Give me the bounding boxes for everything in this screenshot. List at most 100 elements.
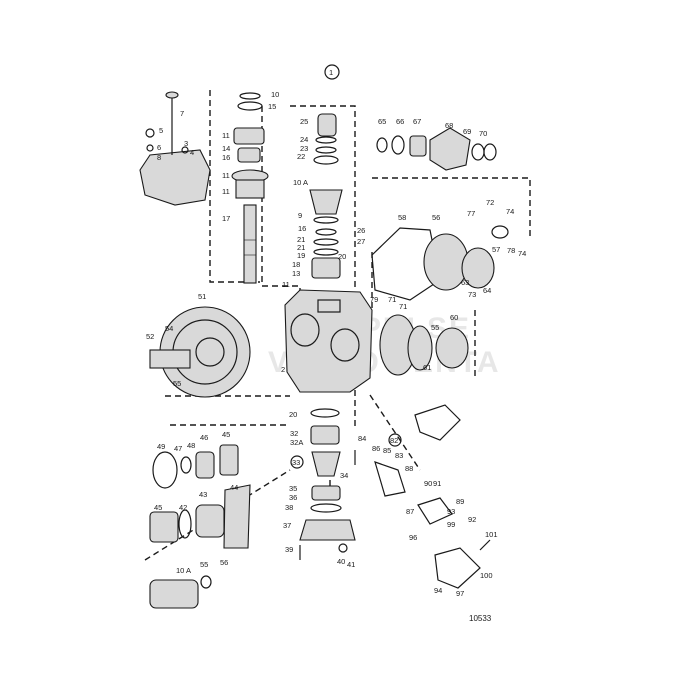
group-marker-circle xyxy=(324,64,340,80)
callout: 55 xyxy=(200,560,208,569)
callout: 63 xyxy=(461,278,469,287)
callout: 10 A xyxy=(293,178,308,187)
callout: 67 xyxy=(413,117,421,126)
callout: 58 xyxy=(398,213,406,222)
callout: 37 xyxy=(283,521,291,530)
callout: 7 xyxy=(180,109,184,118)
callout: 23 xyxy=(300,144,308,153)
callout: 25 xyxy=(300,117,308,126)
callout: 33 xyxy=(292,458,300,467)
callout: 2 xyxy=(281,365,285,374)
callout: 41 xyxy=(347,560,355,569)
callout: 79 xyxy=(370,295,378,304)
callout: 73 xyxy=(468,290,476,299)
clutch-gear-pack xyxy=(379,314,469,376)
callout: 56 xyxy=(432,213,440,222)
callout: 46 xyxy=(200,433,208,442)
callout: 10 xyxy=(271,90,279,99)
callout: 27 xyxy=(357,237,365,246)
left-lower-parts xyxy=(149,444,251,609)
callout: 44 xyxy=(230,483,238,492)
callout: 16 xyxy=(298,224,306,233)
callout: 43 xyxy=(199,490,207,499)
callout: 82 xyxy=(390,436,398,445)
callout: 15 xyxy=(268,102,276,111)
callout: 40 xyxy=(337,557,345,566)
callout-circle xyxy=(290,455,304,469)
callout: 8 xyxy=(157,153,161,162)
callout: 55 xyxy=(173,379,181,388)
callout: 71 xyxy=(388,295,396,304)
callout: 24 xyxy=(300,135,308,144)
callout: 17 xyxy=(222,214,230,223)
callout: 42 xyxy=(179,503,187,512)
callout: 4 xyxy=(190,148,194,157)
callout: 13 xyxy=(292,269,300,278)
vertical-shaft-stack xyxy=(231,92,269,284)
callout: 54 xyxy=(165,324,173,333)
callout: 34 xyxy=(340,471,348,480)
callout: 89 xyxy=(456,497,464,506)
callout: 61 xyxy=(423,363,431,372)
callout: 49 xyxy=(157,442,165,451)
callout: 84 xyxy=(358,434,366,443)
callout: 45 xyxy=(222,430,230,439)
callout: 93 xyxy=(447,507,455,516)
callout: 83 xyxy=(395,451,403,460)
shift-linkage xyxy=(299,404,491,589)
callout: 18 xyxy=(292,260,300,269)
callout: 47 xyxy=(174,444,182,453)
callout: 38 xyxy=(285,503,293,512)
callout-labels: 10 15 7 5 3 6 4 8 11 14 16 11 11 17 25 2… xyxy=(146,90,526,598)
callout: 97 xyxy=(456,589,464,598)
center-shaft-stack xyxy=(309,113,343,279)
callout: 11 xyxy=(222,131,230,140)
gearbox-housing xyxy=(284,289,373,393)
callout: 60 xyxy=(450,313,458,322)
callout: 19 xyxy=(297,251,305,260)
callout: 35 xyxy=(289,484,297,493)
callout: 69 xyxy=(463,127,471,136)
callout: 99 xyxy=(447,520,455,529)
callout: 56 xyxy=(220,558,228,567)
callout: 51 xyxy=(198,292,206,301)
callout: 90 xyxy=(424,479,432,488)
callout: 96 xyxy=(409,533,417,542)
callout: 16 xyxy=(222,153,230,162)
callout: 66 xyxy=(396,117,404,126)
lower-shaft-stack xyxy=(299,408,356,541)
callout-circle xyxy=(388,433,402,447)
callout: 91 xyxy=(433,479,441,488)
callout: 14 xyxy=(222,144,230,153)
drawing-number: 10533 xyxy=(469,614,492,623)
flywheel-housing xyxy=(149,306,251,398)
callout: 87 xyxy=(406,507,414,516)
callout: 64 xyxy=(483,286,491,295)
callout: 85 xyxy=(383,446,391,455)
output-flange-assembly xyxy=(376,127,497,171)
callout: 57 xyxy=(492,245,500,254)
callout: 52 xyxy=(146,332,154,341)
callout: 3 xyxy=(184,139,188,148)
callout: 71 xyxy=(399,302,407,311)
callout: 26 xyxy=(357,226,365,235)
callout: 21 xyxy=(297,235,305,244)
callout: 39 xyxy=(285,545,293,554)
callout: 65 xyxy=(378,117,386,126)
callout: 88 xyxy=(405,464,413,473)
callout: 77 xyxy=(467,209,475,218)
callout: 72 xyxy=(486,198,494,207)
callout: 32A xyxy=(290,438,303,447)
callout: 10 A xyxy=(176,566,191,575)
callout: 74 xyxy=(518,249,526,258)
callout: 86 xyxy=(372,444,380,453)
callout: 11 xyxy=(282,280,290,289)
callout: 68 xyxy=(445,121,453,130)
callout: 94 xyxy=(434,586,442,595)
callout: 22 xyxy=(297,152,305,161)
group-marker-label: 1 xyxy=(329,68,333,77)
callout: 74 xyxy=(506,207,514,216)
callout: 101 xyxy=(485,530,498,539)
reverse-housing xyxy=(371,225,509,301)
